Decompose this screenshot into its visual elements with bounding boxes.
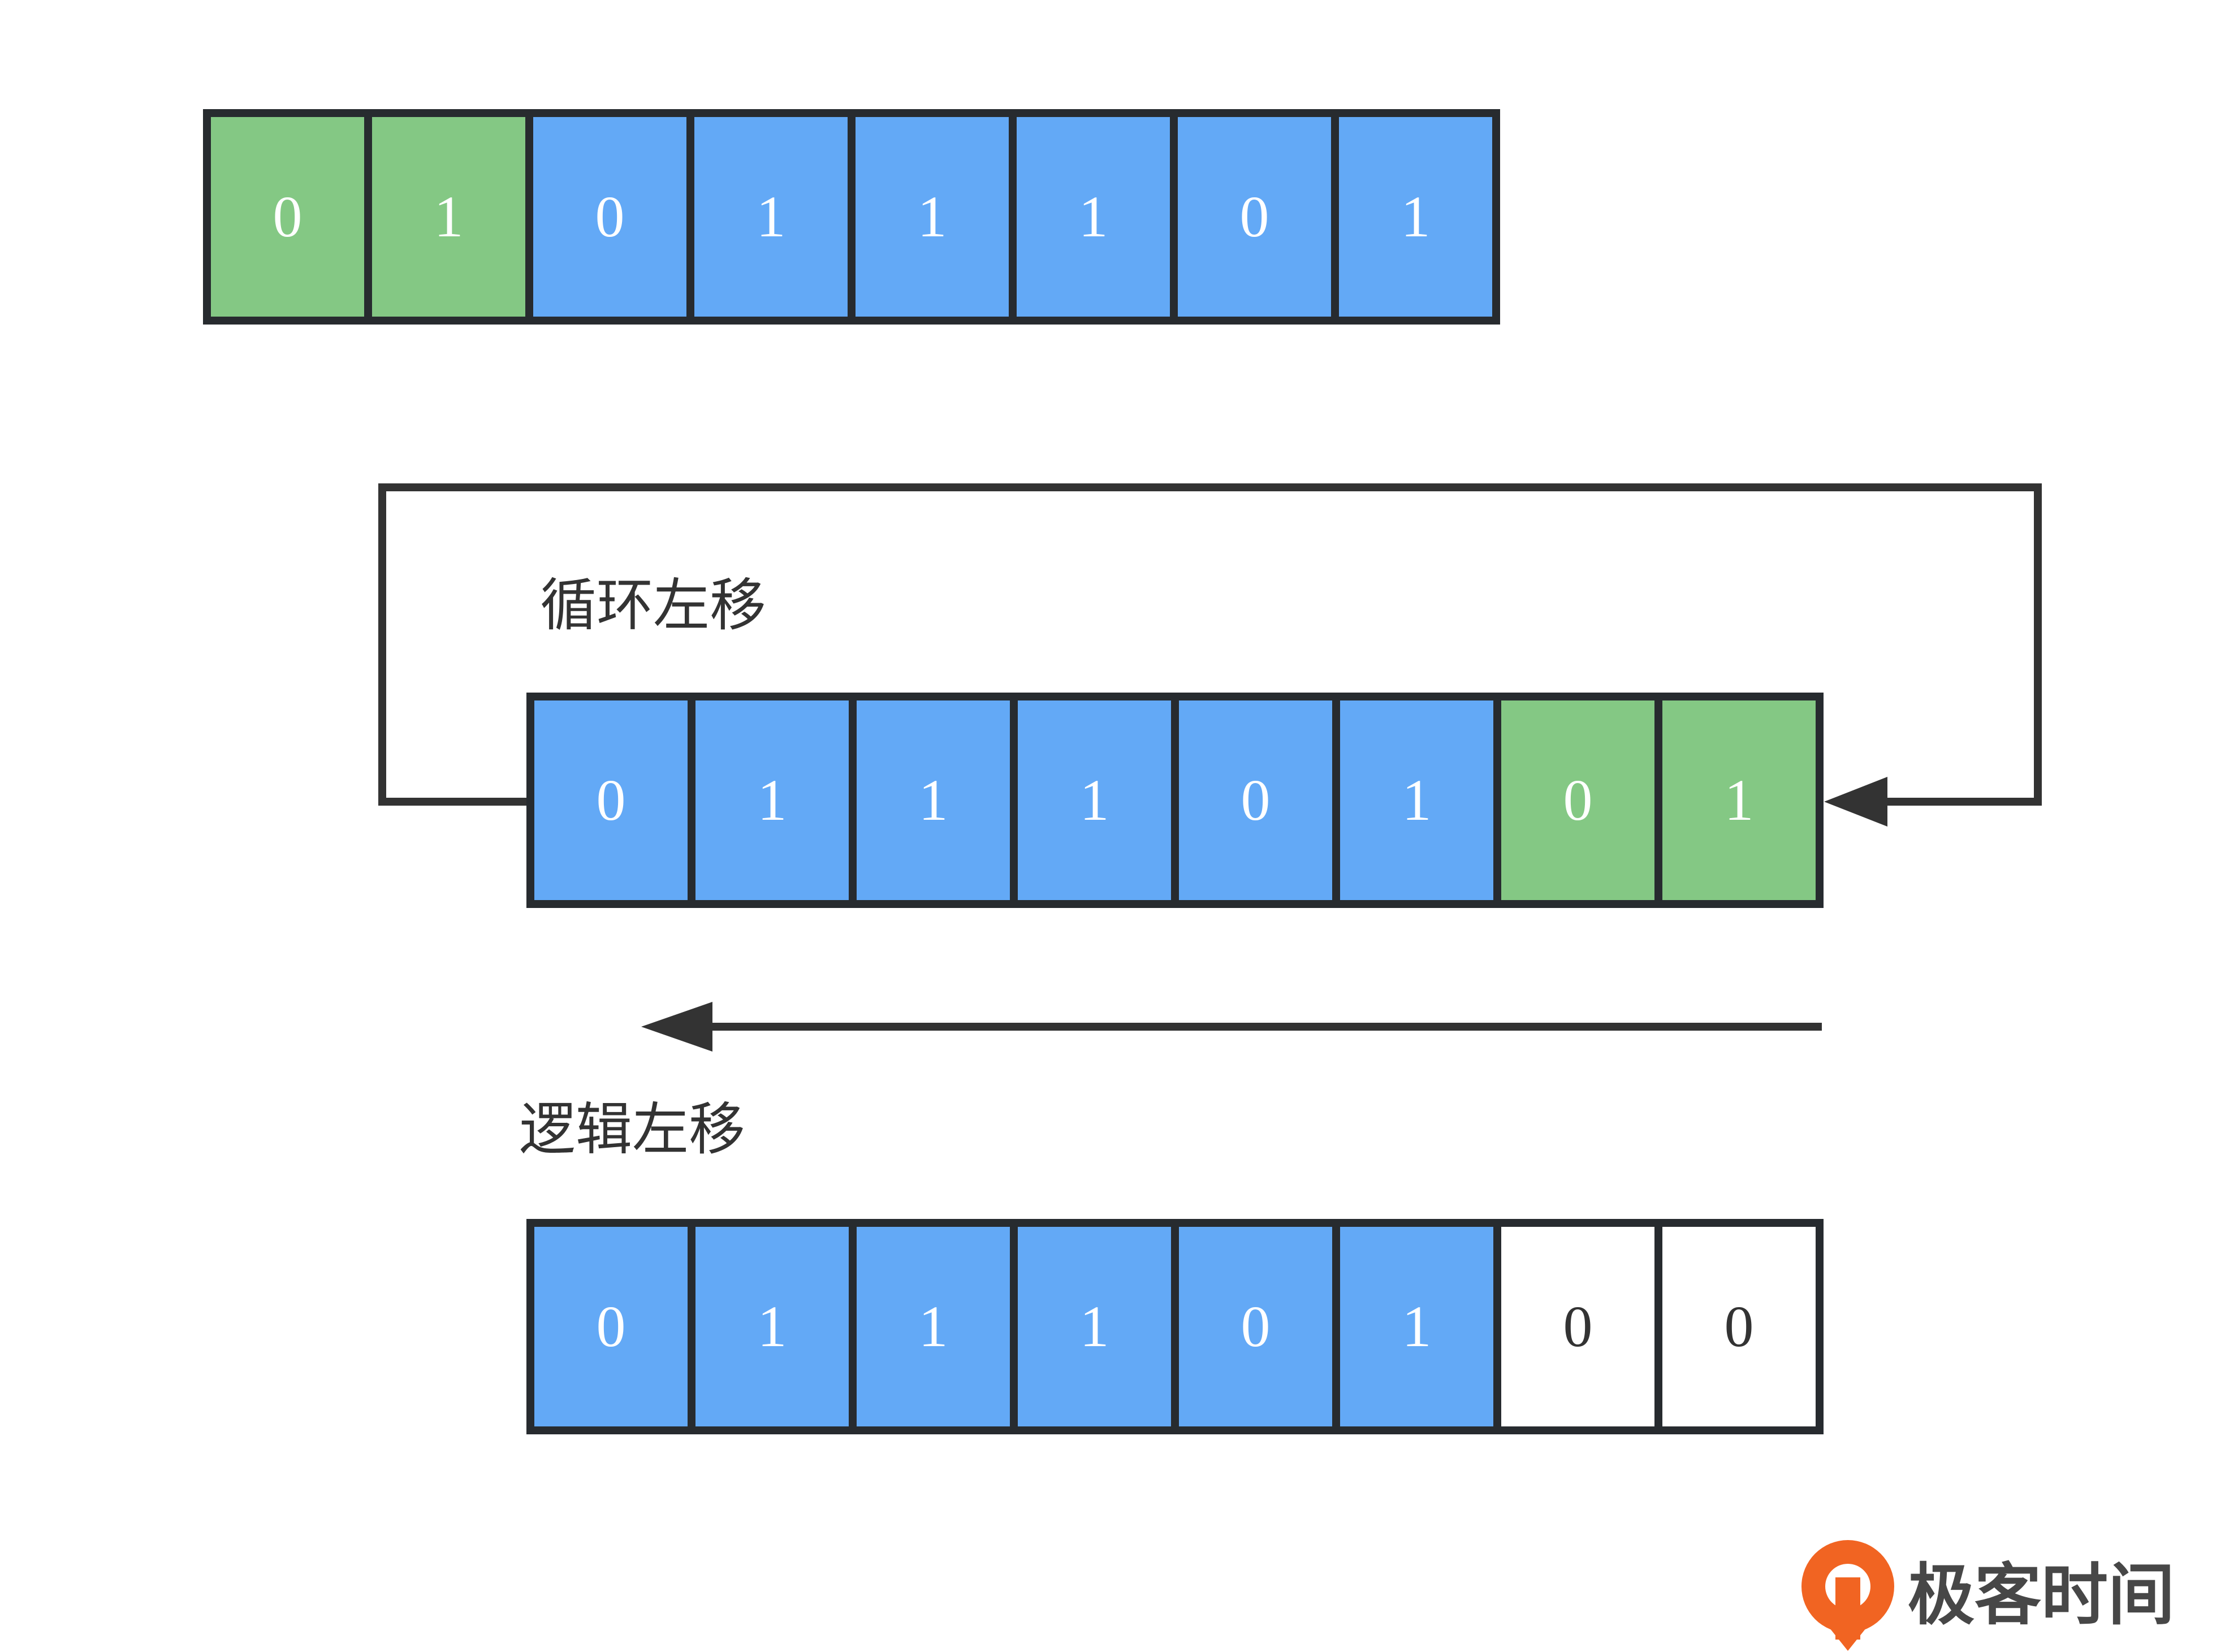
bit-value: 0: [1241, 768, 1271, 833]
bit-value: 0: [1240, 184, 1269, 249]
bit-cell: [1010, 1219, 1179, 1434]
bit-cell: [526, 693, 695, 908]
bit-cell: [1332, 693, 1501, 908]
bit-value: 0: [1563, 768, 1593, 833]
bit-value: 1: [1401, 184, 1431, 249]
geektime-logo-icon: [1801, 1540, 1894, 1651]
bit-cell: [848, 109, 1017, 325]
bit-value: 1: [1079, 184, 1108, 249]
bit-value: 0: [1563, 1294, 1593, 1359]
bit-value: 0: [1241, 1294, 1271, 1359]
rotate-arrowhead: [1824, 777, 1887, 827]
bit-cell: [1493, 1219, 1662, 1434]
geektime-logo: 极客时间: [1801, 1540, 2175, 1651]
bit-value: 1: [1402, 1294, 1432, 1359]
bit-cell: [1493, 693, 1662, 908]
bit-cell: [526, 1219, 695, 1434]
bit-cell: [1331, 109, 1500, 325]
bit-cell: [1170, 109, 1339, 325]
bit-value: 0: [597, 768, 626, 833]
bit-value: 1: [919, 1294, 948, 1359]
bit-value: 1: [758, 1294, 787, 1359]
bit-value: 1: [434, 184, 464, 249]
bit-value: 1: [1402, 768, 1432, 833]
bit-cell: [364, 109, 533, 325]
rotated-byte-row: 0 1 1 1 0 1 0 1: [526, 693, 1824, 908]
logical-shifted-byte-row: 0 1 1 1 0 1 0 0: [526, 1219, 1824, 1434]
bit-cell: [203, 109, 372, 325]
bit-value: 0: [273, 184, 303, 249]
bit-value: 1: [1080, 1294, 1109, 1359]
bit-cell: [1009, 109, 1178, 325]
bit-value: 1: [1080, 768, 1109, 833]
logical-shift-arrowhead: [641, 1002, 712, 1052]
bit-value: 1: [919, 768, 948, 833]
bit-cell: [1654, 1219, 1824, 1434]
logical-label: 逻辑左移: [519, 1096, 745, 1162]
bit-value: 0: [1725, 1294, 1754, 1359]
bit-value: 0: [595, 184, 625, 249]
bit-value: 1: [757, 184, 786, 249]
bit-cell: [849, 693, 1018, 908]
bit-cell: [1332, 1219, 1501, 1434]
bit-value: 1: [758, 768, 787, 833]
bit-value: 1: [1725, 768, 1754, 833]
logo-text: 极客时间: [1908, 1556, 2175, 1634]
bit-cell: [1654, 693, 1824, 908]
bit-cell: [525, 109, 694, 325]
bit-value: 1: [918, 184, 947, 249]
rotate-label: 循环左移: [540, 572, 766, 638]
bit-value: 0: [597, 1294, 626, 1359]
original-byte-row: 0 1 0 1 1 1 0 1: [203, 109, 1500, 325]
rotate-wrap-line: [378, 483, 2042, 806]
